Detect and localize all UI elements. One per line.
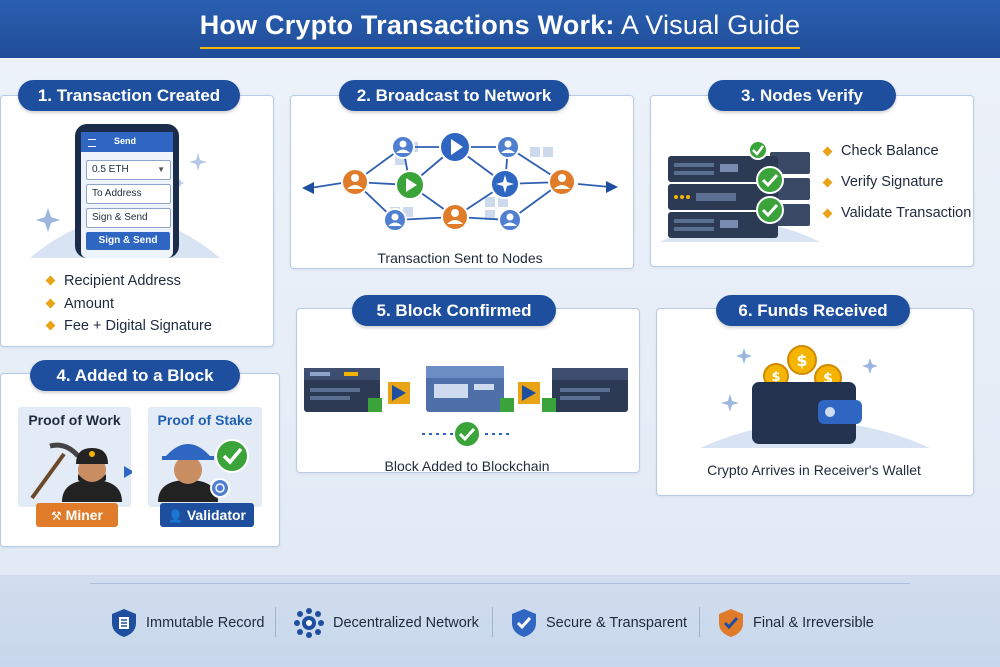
footer-label: Decentralized Network [333,615,479,631]
node-blue-user [498,208,522,232]
server-unit [668,156,778,182]
phone-app-title: Send [113,136,136,146]
arrow-left-icon [302,182,314,194]
arrow-right-icon [124,466,134,478]
svg-text:$: $ [771,370,780,385]
footer-item-final-irreversible: Final & Irreversible [717,603,874,643]
check-icon [453,420,481,448]
server-unit [668,184,778,210]
orange-check-shield-icon [719,609,743,637]
step3-title: 3. Nodes Verify [708,80,896,111]
footer-item-decentralized-network: Decentralized Network [293,603,479,643]
bullet-item: Amount [46,293,212,316]
step5-caption: Block Added to Blockchain [384,458,550,474]
sparkle-icon [736,348,752,364]
play-node-green [395,170,425,200]
server-stack-illustration [660,132,820,242]
block [426,366,504,412]
node-orange [548,168,576,196]
network-hub-icon [294,608,324,638]
sign-field[interactable]: Sign & Send [86,208,171,228]
amount-field[interactable]: 0.5 ETH ▼ [86,160,171,180]
node-blue-user [496,135,520,159]
pickaxe-icon: ⚒ [51,509,62,523]
step1-bullets: Recipient Address Amount Fee + Digital S… [46,270,212,338]
sparkle-icon [36,208,60,232]
miner-badge: ⚒ Miner [36,503,118,527]
title-main: How Crypto Transactions Work: [199,9,615,40]
sign-send-button[interactable]: Sign & Send [86,232,170,250]
address-field[interactable]: To Address [86,184,171,204]
amount-value: 0.5 ETH [92,164,129,175]
network-diagram [300,122,620,240]
check-icon [756,196,784,224]
bullet-item: Recipient Address [46,270,212,293]
node-orange [341,168,369,196]
step2-caption: Transaction Sent to Nodes [377,250,543,266]
footer-item-immutable-record: Immutable Record [110,603,264,643]
title-sub: A Visual Guide [614,9,801,40]
footer-label: Immutable Record [146,615,265,631]
bullet-item: Verify Signature [823,167,971,198]
footer-bar: Immutable Record Decentralized Network S… [0,575,1000,667]
footer-separator [275,607,276,637]
ledger-shield-icon [112,609,136,637]
menu-icon[interactable] [88,139,96,147]
check-icon [748,140,768,160]
bullet-item: Fee + Digital Signature [46,315,212,338]
svg-text:$: $ [796,351,807,370]
footer-separator [492,607,493,637]
user-icon: 👤 [168,509,183,523]
miner-label: Miner [65,507,103,523]
coin-icon: $ [787,345,817,375]
sparkle-icon [189,153,207,171]
server-unit [668,212,778,238]
play-node-blue [439,131,471,163]
validator-badge: 👤 Validator [160,503,254,527]
block [552,368,628,412]
sparkle-icon [721,394,739,412]
star-node-blue [490,169,520,199]
node-orange [441,203,469,231]
page-title: How Crypto Transactions Work: A Visual G… [199,9,801,49]
node-blue-user [383,208,407,232]
node-blue-user [391,135,415,159]
footer-label: Final & Irreversible [753,615,874,631]
bullet-item: Check Balance [823,136,971,167]
sparkle-icon [862,358,878,374]
check-shield-icon [512,609,536,637]
miner-illustration [22,432,134,502]
step4-title: 4. Added to a Block [30,360,240,391]
footer-divider [90,583,910,584]
step6-caption: Crypto Arrives in Receiver's Wallet [707,462,921,478]
check-icon [215,439,249,473]
sparkle-icon [175,178,185,188]
pickaxe-icon [30,442,80,500]
page-header: How Crypto Transactions Work: A Visual G… [0,0,1000,58]
check-icon [756,166,784,194]
validator-label: Validator [186,507,246,523]
validator-illustration [150,432,260,502]
pos-label: Proof of Stake [157,412,253,428]
block [304,368,380,412]
arrow-right-icon [606,181,618,193]
step1-title: 1. Transaction Created [18,80,240,111]
footer-label: Secure & Transparent [546,615,688,631]
blockchain-illustration [300,360,632,450]
wallet-illustration: $ $ $ [700,338,930,448]
step6-title: 6. Funds Received [716,295,910,326]
footer-item-secure-transparent: Secure & Transparent [510,603,687,643]
bullet-item: Validate Transaction [823,198,971,229]
step3-bullets: Check Balance Verify Signature Validate … [823,136,971,229]
step2-title: 2. Broadcast to Network [339,80,569,111]
pow-label: Proof of Work [28,412,121,428]
svg-text:$: $ [823,371,833,387]
coin-icon [210,478,230,498]
chevron-down-icon: ▼ [157,165,165,174]
step5-title: 5. Block Confirmed [352,295,556,326]
footer-separator [699,607,700,637]
